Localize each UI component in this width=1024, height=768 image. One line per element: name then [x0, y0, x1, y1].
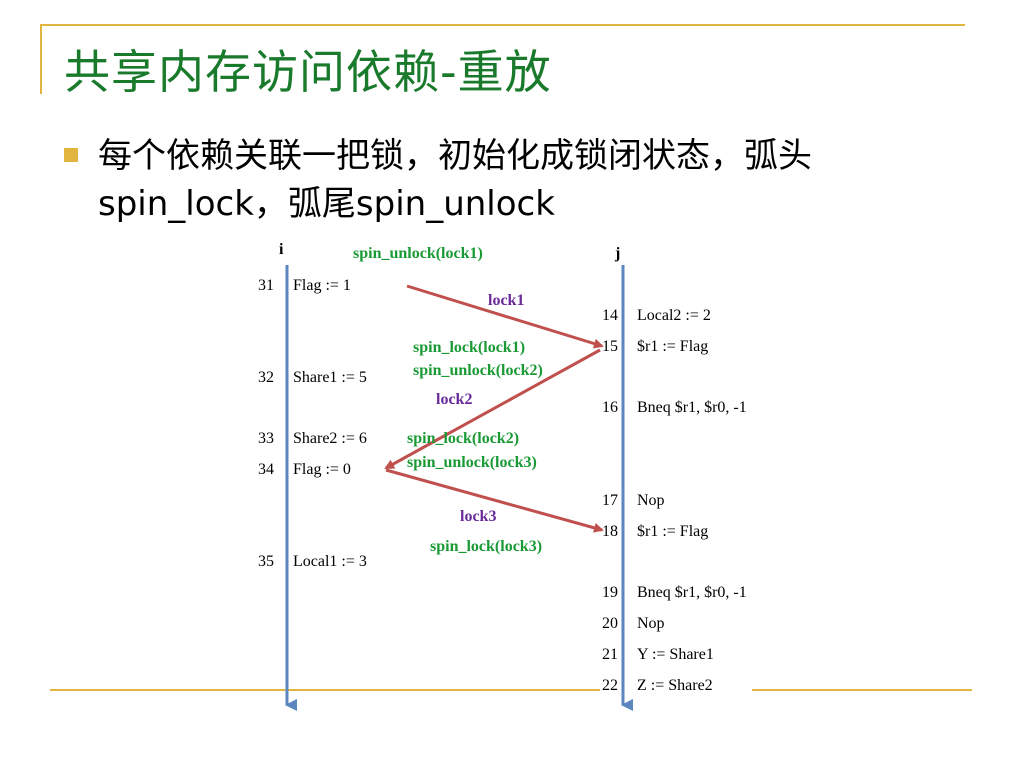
- right-num: 17: [602, 492, 618, 509]
- thread-label-j: j: [614, 245, 620, 262]
- right-code: Local2 := 2: [637, 307, 711, 324]
- right-code: Y := Share1: [637, 646, 714, 663]
- label-spin-unlock-lock2: spin_unlock(lock2): [413, 362, 543, 379]
- label-lock3: lock3: [460, 508, 496, 525]
- label-spin-unlock-lock3: spin_unlock(lock3): [407, 454, 537, 471]
- left-num: 35: [258, 553, 274, 570]
- right-code: Nop: [637, 615, 665, 632]
- right-code: $r1 := Flag: [637, 523, 708, 540]
- right-num: 21: [602, 646, 618, 663]
- dependency-arrow-lock1: [406, 284, 604, 349]
- right-code: Bneq $r1, $r0, -1: [637, 584, 747, 601]
- right-num: 19: [602, 584, 618, 601]
- right-instructions: 14 Local2 := 2 15 $r1 := Flag 16 Bneq $r…: [602, 307, 747, 694]
- left-code: Share1 := 5: [293, 369, 367, 386]
- right-code: Nop: [637, 492, 665, 509]
- right-code: Z := Share2: [637, 677, 713, 694]
- label-spin-unlock-lock1: spin_unlock(lock1): [353, 245, 483, 262]
- bottom-rule-left: [50, 689, 600, 691]
- dependency-arrow-lock2: [384, 348, 601, 470]
- left-code: Share2 := 6: [293, 430, 367, 447]
- right-code: Bneq $r1, $r0, -1: [637, 399, 747, 416]
- label-lock1: lock1: [488, 292, 524, 309]
- label-lock2: lock2: [436, 391, 472, 408]
- label-spin-lock-lock2: spin_lock(lock2): [407, 430, 519, 447]
- left-rule: [40, 24, 42, 94]
- bullet-marker: [64, 148, 78, 162]
- left-num: 32: [258, 369, 274, 386]
- thread-label-i: i: [279, 241, 284, 258]
- top-rule: [40, 24, 965, 26]
- left-num: 33: [258, 430, 274, 447]
- right-num: 14: [602, 307, 618, 324]
- left-code: Flag := 0: [293, 461, 351, 478]
- dependency-arrow-lock3: [385, 468, 604, 533]
- bottom-rule-right: [752, 689, 972, 691]
- bullet-text: 每个依赖关联一把锁，初始化成锁闭状态，弧头spin_lock，弧尾spin_un…: [98, 136, 812, 224]
- right-num: 22: [602, 677, 618, 694]
- right-num: 15: [602, 338, 618, 355]
- label-spin-lock-lock1: spin_lock(lock1): [413, 339, 525, 356]
- left-num: 31: [258, 277, 274, 294]
- left-num: 34: [258, 461, 274, 478]
- right-code: $r1 := Flag: [637, 338, 708, 355]
- left-code: Local1 := 3: [293, 553, 367, 570]
- left-code: Flag := 1: [293, 277, 351, 294]
- left-instructions: 31 Flag := 1 32 Share1 := 5 33 Share2 :=…: [258, 277, 367, 570]
- right-num: 20: [602, 615, 618, 632]
- label-spin-lock-lock3: spin_lock(lock3): [430, 538, 542, 555]
- slide-title: 共享内存访问依赖-重放: [64, 45, 552, 99]
- right-num: 16: [602, 399, 618, 416]
- right-num: 18: [602, 523, 618, 540]
